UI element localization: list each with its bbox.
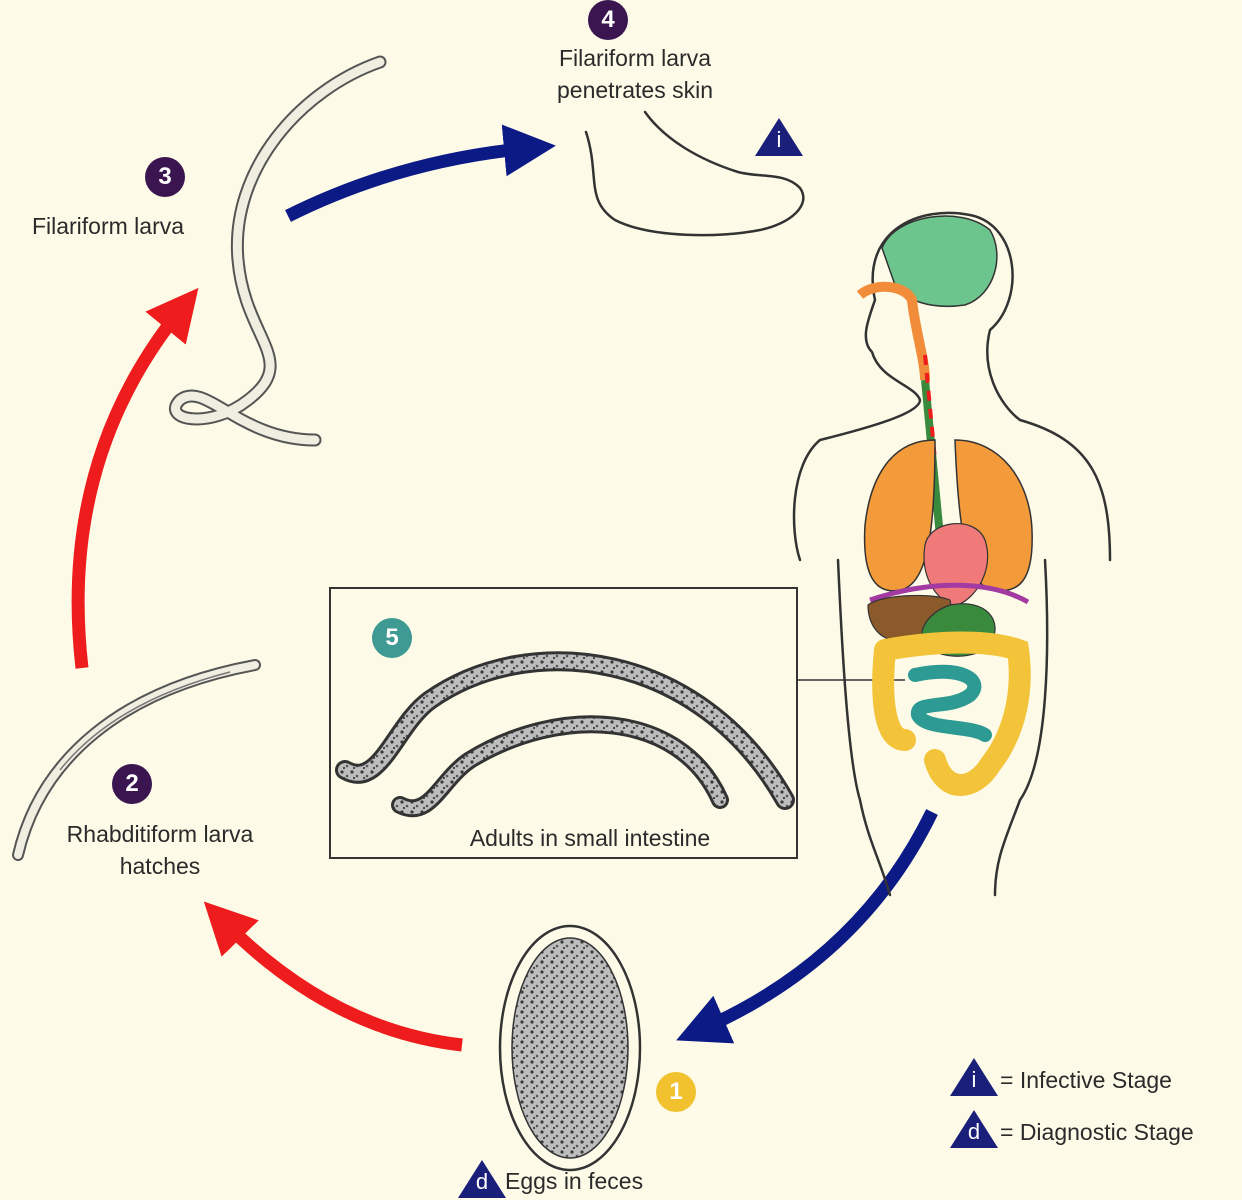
stage-badge-2: 2 [112,764,152,804]
foot-icon [584,110,805,237]
stage-badge-5: 5 [372,618,412,658]
adults-box [329,587,798,859]
stage-label-5: Adults in small intestine [469,825,711,851]
arrow-rhabditiform-to-filariform [71,287,199,669]
stage-label-1: Eggs in feces [505,1168,644,1194]
stage-label-4: Filariform larva penetrates skin [557,45,713,103]
stage-label-2: Rhabditiform larva hatches [66,821,254,879]
arrow-eggs-to-rhabditiform [203,901,463,1052]
egg-icon [498,924,642,1172]
stage-1-marker-letter: d [475,1169,489,1194]
stage-badge-1: 1 [656,1072,696,1112]
stage-badge-3: 3 [145,157,185,197]
stage-badge-4: 4 [588,0,628,40]
arrow-larva-to-skin [285,124,556,222]
triangle-marker-icon [458,118,998,1198]
legend-symbol-diagnostic: d [967,1119,981,1144]
filariform-larva-icon [169,55,387,447]
stage-label-3: Filariform larva [31,213,185,239]
legend-symbol-infective: i [971,1067,977,1092]
legend-text-diagnostic: = Diagnostic Stage [1000,1119,1194,1145]
human-body-icon [792,211,1112,897]
rhabditiform-larva-icon [12,659,261,861]
stage-4-marker-letter: i [776,127,782,152]
adult-worm-icon [335,651,795,818]
legend-text-infective: = Infective Stage [1000,1067,1172,1093]
arrow-body-to-eggs [676,809,938,1044]
